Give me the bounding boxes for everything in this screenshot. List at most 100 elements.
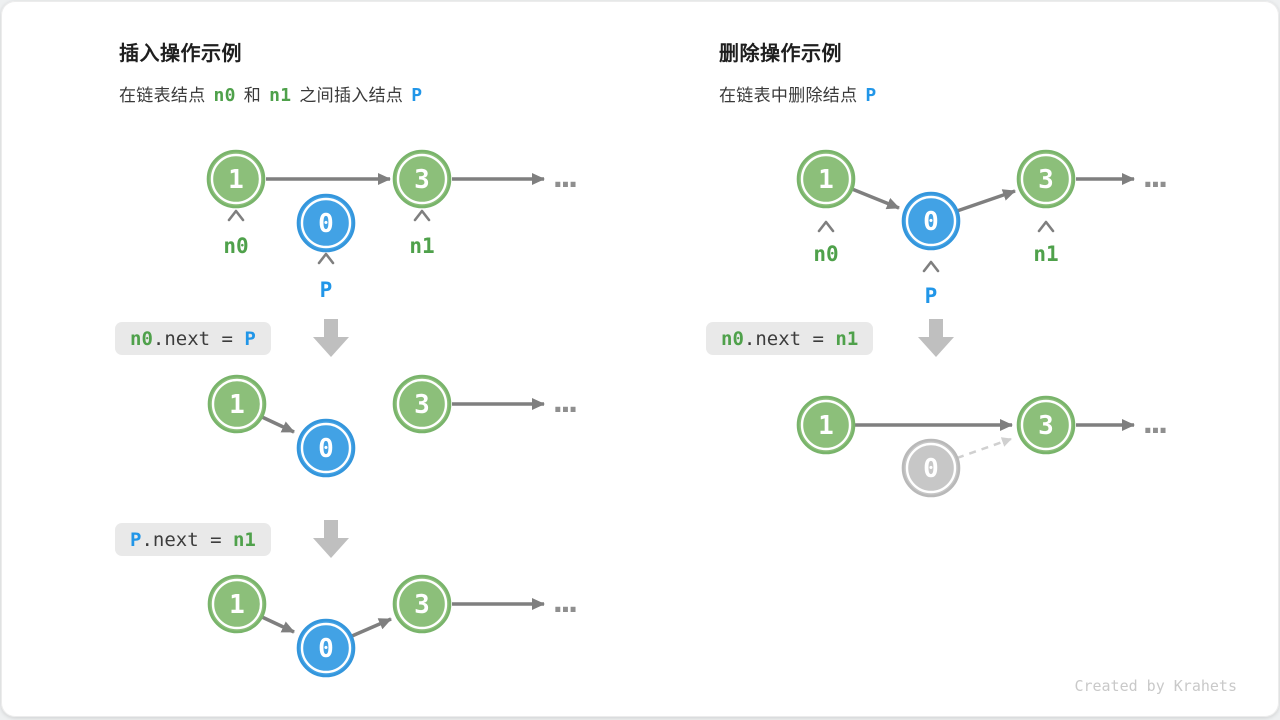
arrow-1-to-0 — [261, 415, 295, 434]
node-ring — [1020, 399, 1072, 451]
code-lhs: n0 — [721, 327, 744, 350]
node-3-green: 3 — [1016, 149, 1076, 209]
node-0-blue: 0 — [296, 418, 356, 478]
delete-diagram-initial: 1 0 3 n0 n1 P ... — [796, 149, 1169, 308]
node-circle — [796, 395, 856, 455]
caret-up-icon — [317, 252, 335, 265]
code-mid: .next = — [141, 528, 233, 551]
token-n0: n0 — [213, 85, 236, 106]
node-circle — [207, 574, 267, 634]
down-arrow-icon — [313, 520, 349, 558]
node-value: 0 — [318, 434, 334, 464]
node-circle — [392, 149, 452, 209]
node-3-green: 3 — [392, 374, 452, 434]
caret-up-icon — [413, 209, 431, 222]
code-box-p-next-n1: P.next = n1 — [115, 523, 271, 556]
node-value: 0 — [318, 209, 334, 239]
node-ring — [300, 197, 352, 249]
caret-up-icon — [817, 220, 835, 233]
pointer-label-p: P — [320, 278, 333, 302]
node-1-green: 1 — [207, 574, 267, 634]
insert-diagram-after-n0-next: 1 0 3 ... — [207, 374, 579, 478]
caret-up-icon — [227, 209, 245, 222]
arrow-0-to-3 — [351, 617, 392, 638]
node-1-green: 1 — [796, 395, 856, 455]
node-value: 1 — [818, 165, 834, 195]
node-ring — [1020, 153, 1072, 205]
node-ring — [210, 153, 262, 205]
code-lhs: P — [130, 528, 142, 551]
token-n1: n1 — [269, 85, 292, 106]
arrow-0-to-3 — [956, 189, 1016, 213]
node-1-green: 1 — [207, 374, 267, 434]
node-value: 1 — [228, 165, 244, 195]
node-circle — [206, 149, 266, 209]
arrow-1-to-0 — [851, 187, 900, 210]
code-lhs: n0 — [130, 327, 153, 350]
ellipsis: ... — [553, 161, 576, 194]
subtitle-text: 在链表中删除结点 — [719, 86, 858, 105]
pointer-label-n0: n0 — [223, 234, 248, 258]
node-0-gray-removed: 0 — [901, 438, 961, 498]
token-p: P — [865, 85, 877, 106]
node-value: 3 — [414, 590, 430, 620]
node-ring — [800, 153, 852, 205]
code-rhs: P — [244, 327, 256, 350]
ellipsis: ... — [553, 586, 576, 619]
caret-up-icon — [1037, 220, 1055, 233]
ellipsis: ... — [1143, 407, 1166, 440]
node-ring — [905, 195, 957, 247]
pointer-label-p: P — [925, 284, 938, 308]
node-value: 3 — [1038, 411, 1054, 441]
delete-diagram-final: 0 1 3 ... — [796, 395, 1169, 498]
subtitle-text: 在链表结点 — [119, 86, 206, 105]
node-ring — [905, 442, 957, 494]
token-p: P — [411, 85, 423, 106]
insert-section-subtitle: 在链表结点 n0 和 n1 之间插入结点 P — [119, 81, 422, 106]
node-circle — [1016, 395, 1076, 455]
node-circle — [392, 574, 452, 634]
node-1-green: 1 — [206, 149, 266, 209]
insert-diagram-initial: 1 0 3 n0 n1 P ... — [206, 149, 579, 302]
code-mid: .next = — [743, 327, 836, 350]
code-box-n0-next-p: n0.next = P — [115, 322, 271, 355]
node-value: 1 — [229, 390, 245, 420]
node-circle — [296, 418, 356, 478]
node-0-blue: 0 — [901, 191, 961, 251]
node-value: 3 — [414, 165, 430, 195]
code-rhs: n1 — [232, 528, 256, 551]
pointer-label-n1: n1 — [1033, 242, 1058, 266]
node-value: 0 — [923, 454, 939, 484]
node-ring — [211, 378, 263, 430]
node-circle — [901, 191, 961, 251]
node-3-green: 3 — [1016, 395, 1076, 455]
code-box-n0-next-n1: n0.next = n1 — [706, 322, 874, 355]
node-value: 0 — [923, 207, 939, 237]
subtitle-text: 和 — [243, 86, 262, 105]
delete-section-title: 删除操作示例 — [719, 43, 842, 65]
code-mid: .next = — [152, 327, 245, 350]
node-value: 3 — [1038, 165, 1054, 195]
node-ring — [211, 578, 263, 630]
node-value: 0 — [318, 634, 334, 664]
delete-section-subtitle: 在链表中删除结点 P — [719, 81, 877, 106]
node-ring — [300, 622, 352, 674]
node-value: 1 — [229, 590, 245, 620]
node-ring — [300, 422, 352, 474]
node-value: 3 — [414, 390, 430, 420]
node-ring — [396, 378, 448, 430]
node-ring — [800, 399, 852, 451]
node-circle — [901, 438, 961, 498]
code-rhs: n1 — [835, 327, 859, 350]
down-arrow-icon — [313, 319, 349, 357]
pointer-label-n1: n1 — [409, 234, 434, 258]
node-circle — [1016, 149, 1076, 209]
ellipsis: ... — [1143, 161, 1166, 194]
node-ring — [396, 153, 448, 205]
insert-diagram-final: 1 0 3 ... — [207, 574, 579, 678]
down-arrow-icon — [918, 319, 954, 357]
node-0-blue: 0 — [296, 193, 356, 253]
